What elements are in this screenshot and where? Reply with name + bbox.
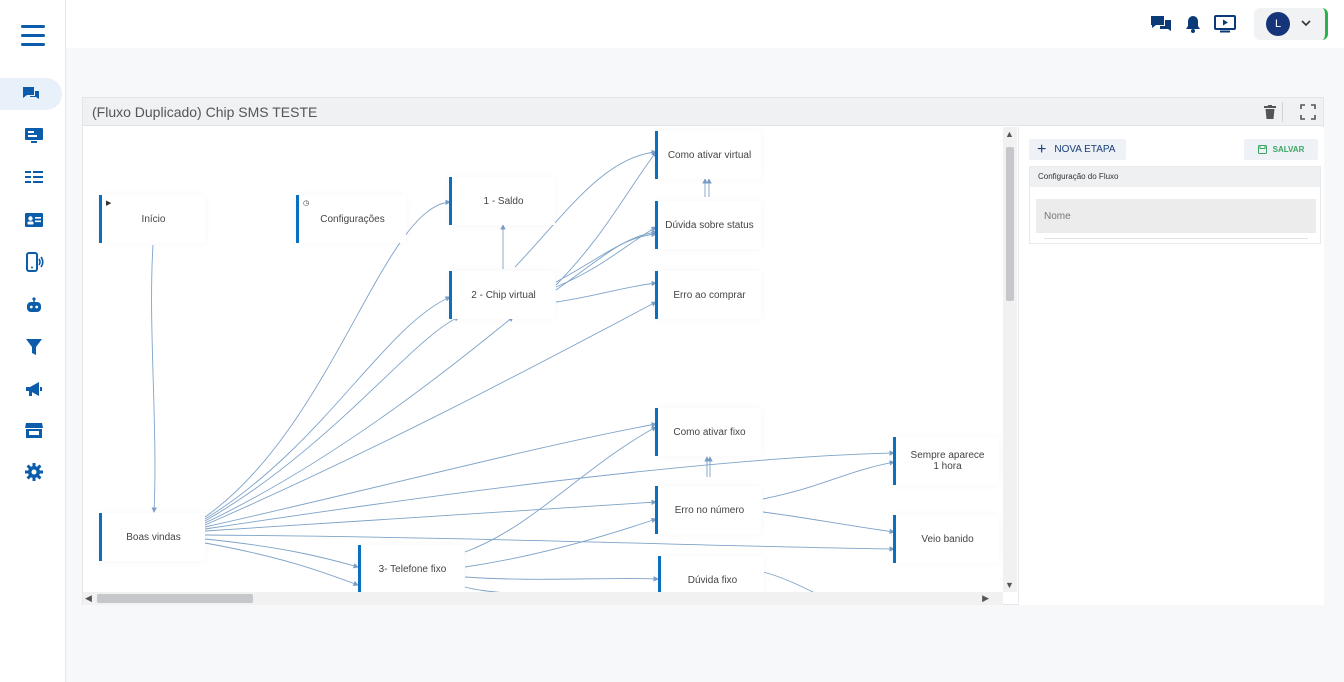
node-label: Sempre aparece 1 hora bbox=[910, 450, 985, 472]
divider bbox=[1044, 238, 1308, 239]
fullscreen-icon[interactable] bbox=[1299, 103, 1317, 121]
node-label: Dúvida fixo bbox=[687, 574, 738, 586]
chevron-down-icon bbox=[1301, 20, 1311, 27]
node-boas-vindas[interactable]: Boas vindas bbox=[99, 513, 205, 561]
horizontal-scrollbar[interactable]: ◀ ▶ bbox=[83, 592, 1003, 605]
node-label: Configurações bbox=[320, 213, 385, 225]
node-telefone-fixo[interactable]: 3- Telefone fixo bbox=[358, 545, 464, 592]
node-label: 1 - Saldo bbox=[483, 195, 524, 207]
panel-header: (Fluxo Duplicado) Chip SMS TESTE bbox=[83, 98, 1323, 126]
section-title: Configuração do Fluxo bbox=[1030, 167, 1320, 187]
node-duvida-status[interactable]: Dúvida sobre status bbox=[655, 201, 761, 249]
node-chip-virtual[interactable]: 2 - Chip virtual bbox=[449, 271, 555, 319]
scroll-up-icon[interactable]: ▲ bbox=[1005, 129, 1014, 139]
save-label: SALVAR bbox=[1272, 145, 1305, 154]
node-erro-numero[interactable]: Erro no número bbox=[655, 486, 761, 534]
node-erro-comprar[interactable]: Erro ao comprar bbox=[655, 271, 761, 319]
tv-play-icon[interactable] bbox=[1213, 12, 1237, 36]
user-menu[interactable]: L bbox=[1254, 8, 1328, 40]
list-icon[interactable] bbox=[6, 162, 62, 194]
trash-icon[interactable] bbox=[1261, 103, 1279, 121]
new-step-label: NOVA ETAPA bbox=[1054, 144, 1116, 155]
node-label: 3- Telefone fixo bbox=[378, 563, 447, 575]
avatar[interactable]: L bbox=[1266, 12, 1290, 36]
node-label: 2 - Chip virtual bbox=[471, 289, 536, 301]
scroll-thumb[interactable] bbox=[97, 594, 253, 603]
filter-icon[interactable] bbox=[6, 331, 62, 363]
flow-canvas[interactable]: ▶ Início ◷ Configurações 1 - Saldo 2 - C… bbox=[83, 127, 1003, 592]
sidebar bbox=[0, 0, 66, 682]
bell-icon[interactable] bbox=[1181, 12, 1205, 36]
store-icon[interactable] bbox=[6, 414, 62, 446]
flow-config-section: Configuração do Fluxo bbox=[1029, 166, 1321, 244]
header-divider bbox=[1282, 102, 1283, 122]
scroll-left-icon[interactable]: ◀ bbox=[85, 593, 92, 603]
node-saldo[interactable]: 1 - Saldo bbox=[449, 177, 555, 225]
scroll-thumb[interactable] bbox=[1006, 147, 1014, 301]
contact-card-icon[interactable] bbox=[6, 204, 62, 236]
node-label: Como ativar fixo bbox=[673, 426, 746, 438]
flow-connections bbox=[151, 149, 895, 592]
chat-icon[interactable] bbox=[0, 78, 62, 110]
node-label: Como ativar virtual bbox=[667, 149, 752, 161]
phone-signal-icon[interactable] bbox=[6, 246, 62, 278]
scroll-down-icon[interactable]: ▼ bbox=[1005, 580, 1014, 590]
plus-icon: + bbox=[1037, 140, 1047, 158]
config-panel: + NOVA ETAPA SALVAR Configuração do Flux… bbox=[1018, 127, 1324, 605]
megaphone-icon[interactable] bbox=[6, 373, 62, 405]
robot-icon[interactable] bbox=[6, 289, 62, 321]
node-label: Dúvida sobre status bbox=[665, 219, 754, 231]
clock-icon: ◷ bbox=[303, 200, 310, 207]
node-configuracoes[interactable]: ◷ Configurações bbox=[296, 195, 406, 243]
node-label: Veio banido bbox=[921, 533, 974, 545]
top-bar: L bbox=[66, 0, 1344, 48]
monitor-icon[interactable] bbox=[6, 120, 62, 152]
menu-icon[interactable] bbox=[21, 25, 45, 47]
node-sempre-aparece[interactable]: Sempre aparece 1 hora bbox=[893, 437, 999, 485]
save-button[interactable]: SALVAR bbox=[1244, 139, 1318, 160]
node-label: Erro ao comprar bbox=[673, 289, 746, 301]
node-como-ativar-fixo[interactable]: Como ativar fixo bbox=[655, 408, 761, 456]
save-icon bbox=[1257, 145, 1267, 154]
name-input[interactable] bbox=[1036, 199, 1316, 233]
new-step-button[interactable]: + NOVA ETAPA bbox=[1029, 139, 1126, 160]
page-title: (Fluxo Duplicado) Chip SMS TESTE bbox=[92, 104, 318, 120]
gear-icon[interactable] bbox=[6, 456, 62, 488]
messages-icon[interactable] bbox=[1149, 12, 1173, 36]
flow-editor-panel: (Fluxo Duplicado) Chip SMS TESTE bbox=[82, 97, 1324, 605]
node-label: Início bbox=[141, 213, 166, 225]
vertical-scrollbar[interactable]: ▲ ▼ bbox=[1003, 127, 1017, 592]
node-inicio[interactable]: ▶ Início bbox=[99, 195, 205, 243]
node-label: Boas vindas bbox=[126, 531, 181, 543]
node-veio-banido[interactable]: Veio banido bbox=[893, 515, 999, 563]
node-como-ativar-virtual[interactable]: Como ativar virtual bbox=[655, 131, 761, 179]
play-icon: ▶ bbox=[106, 200, 112, 207]
node-duvida-fixo[interactable]: Dúvida fixo bbox=[658, 556, 764, 592]
node-label: Erro no número bbox=[674, 504, 745, 516]
scroll-right-icon[interactable]: ▶ bbox=[982, 593, 989, 603]
